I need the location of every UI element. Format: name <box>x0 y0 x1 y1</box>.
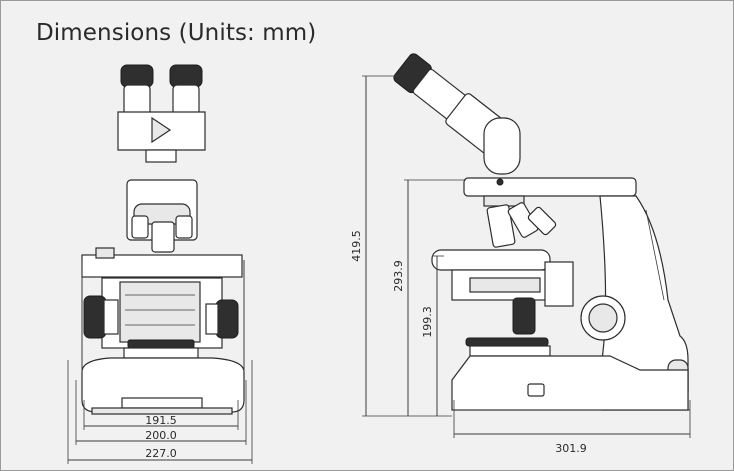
side-base <box>451 337 690 411</box>
dim-height-293-9: 293.9 <box>392 260 405 292</box>
front-head <box>126 179 198 253</box>
dim-width-227-0: 227.0 <box>145 447 177 460</box>
side-focus-knob <box>512 295 626 341</box>
front-focus-knobs <box>83 295 239 339</box>
dim-height-199-3: 199.3 <box>421 306 434 338</box>
front-eyepieces <box>117 64 206 163</box>
dim-height-419-5: 419.5 <box>350 230 363 262</box>
dim-width-191-5: 191.5 <box>145 414 177 427</box>
dim-depth-301-9: 301.9 <box>555 442 587 455</box>
side-objectives <box>486 202 557 248</box>
microscope-front-view <box>81 64 245 415</box>
side-stage <box>431 249 574 307</box>
front-dimension-lines <box>67 360 253 464</box>
front-stage <box>81 247 243 349</box>
front-base <box>81 339 245 415</box>
dim-width-200-0: 200.0 <box>145 429 177 442</box>
side-dimension-lines <box>362 75 691 438</box>
microscope-side-view <box>393 53 690 411</box>
side-head <box>463 117 637 207</box>
page-title: Dimensions (Units: mm) <box>36 20 317 46</box>
